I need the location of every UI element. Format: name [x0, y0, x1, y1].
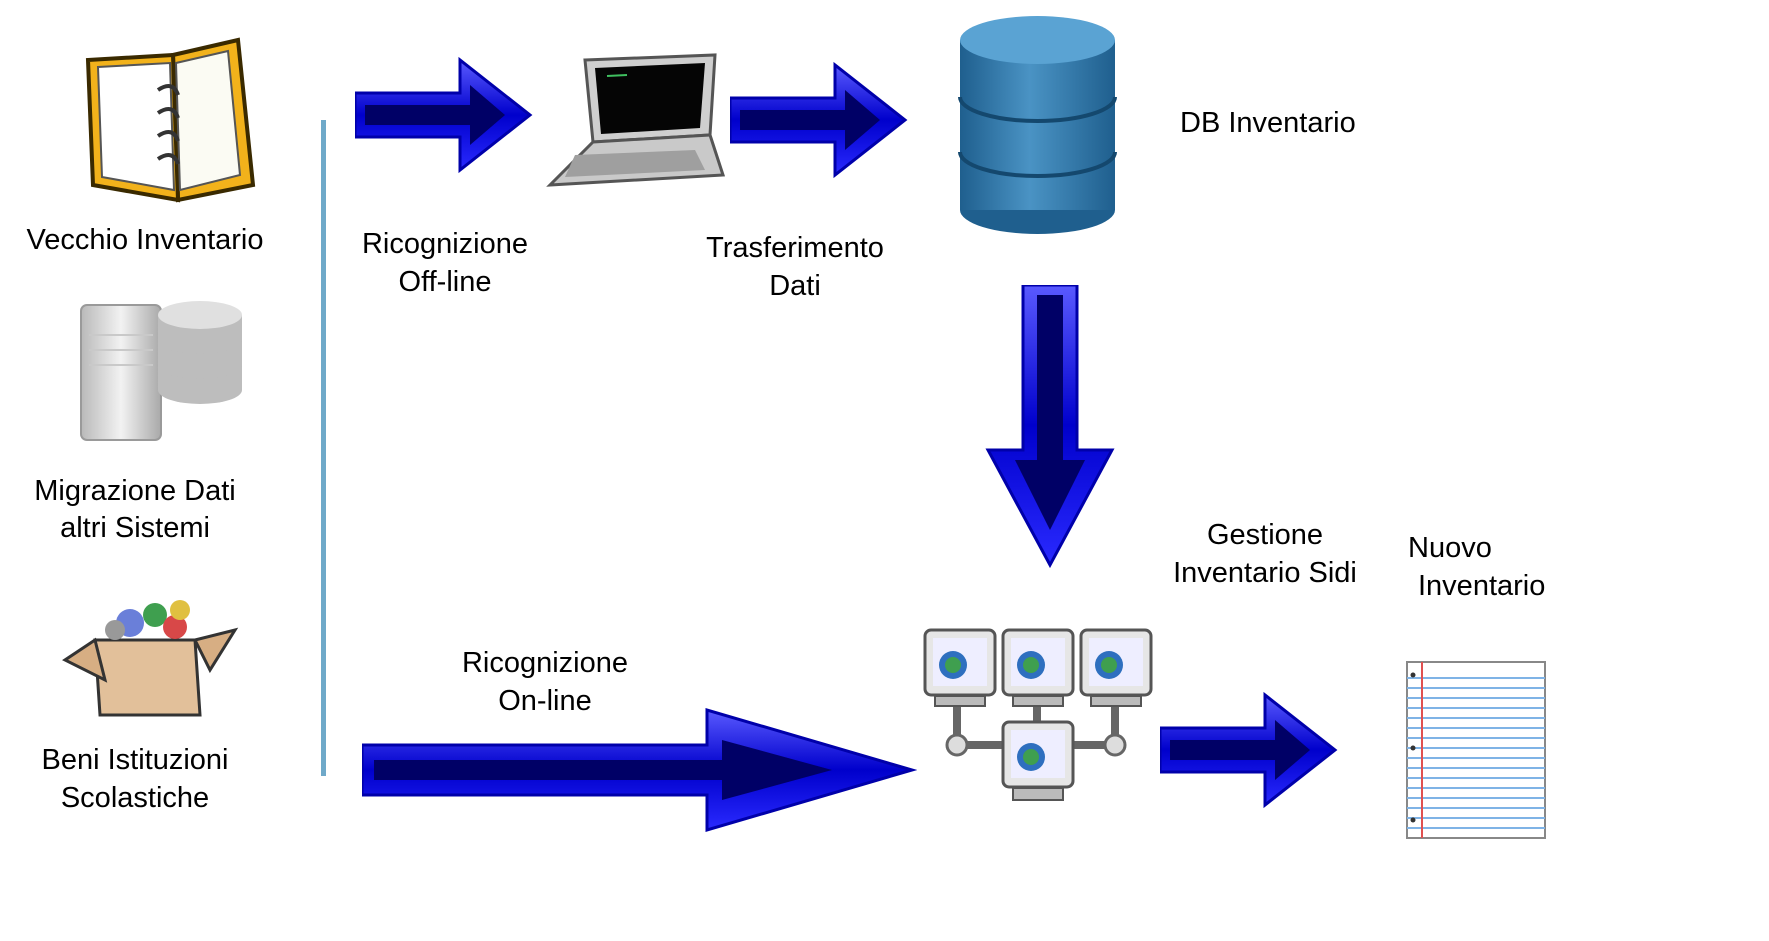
- server-database-icon: [75, 295, 250, 445]
- network-computers-icon: [915, 620, 1160, 835]
- ricognizione-offline-label-line1: Ricognizione: [361, 228, 529, 260]
- vecchio-inventario-label: Vecchio Inventario: [26, 224, 264, 256]
- arrow-icon-to-laptop: [355, 55, 535, 175]
- nuovo-label-line1: Nuovo: [1408, 532, 1492, 564]
- trasferimento-label-line1: Trasferimento: [706, 232, 884, 264]
- db-inventario-label: DB Inventario: [1180, 107, 1356, 139]
- binder-icon: [78, 35, 258, 205]
- nuovo-label-line2: Inventario: [1418, 570, 1546, 602]
- ricognizione-online-label-line2: On-line: [498, 685, 592, 717]
- beni-label-line2: Scolastiche: [60, 782, 210, 814]
- beni-label-line1: Beni Istituzioni: [41, 744, 229, 776]
- arrow-icon-online: [362, 705, 917, 835]
- ricognizione-online-label-line1: Ricognizione: [461, 647, 629, 679]
- arrow-icon-to-database: [730, 60, 910, 180]
- trasferimento-label-line2: Dati: [769, 270, 821, 302]
- ricognizione-offline-label-line2: Off-line: [398, 266, 492, 298]
- laptop-icon: [545, 50, 725, 190]
- vertical-separator: [321, 120, 326, 776]
- migrazione-label-line1: Migrazione Dati: [34, 475, 236, 507]
- arrow-icon-down: [985, 285, 1115, 570]
- box-icon: [60, 585, 240, 720]
- gestione-label-line2: Inventario Sidi: [1173, 557, 1357, 589]
- database-icon: [955, 12, 1120, 237]
- notebook-paper-icon: [1405, 660, 1547, 840]
- gestione-label-line1: Gestione: [1206, 519, 1324, 551]
- migrazione-label-line2: altri Sistemi: [60, 512, 210, 544]
- arrow-icon-to-nuovo: [1160, 690, 1340, 810]
